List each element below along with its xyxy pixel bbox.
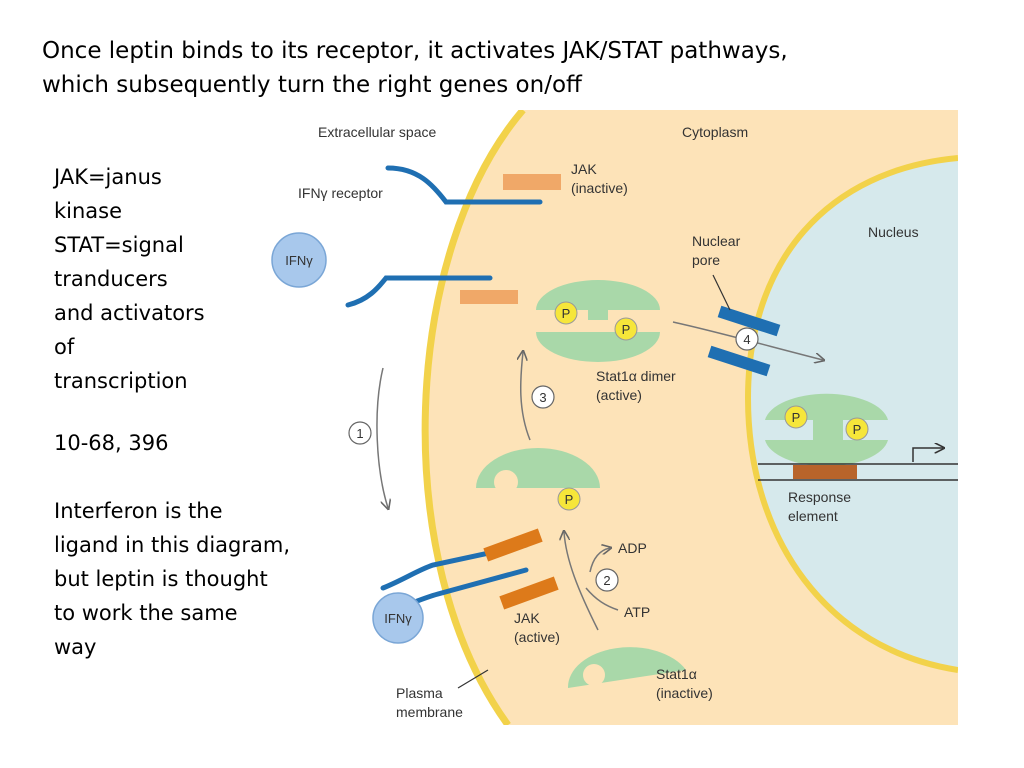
step-1-number: 1: [356, 426, 363, 441]
label-nucleus: Nucleus: [868, 224, 919, 240]
transcription-arrow: [912, 448, 943, 462]
definition-line: JAK=janus: [54, 165, 162, 189]
note-line: ligand in this diagram,: [54, 533, 290, 557]
step-4-number: 4: [743, 332, 750, 347]
ifn-gamma-bound: [372, 592, 424, 644]
label-stat-inactive: Stat1α: [656, 666, 697, 682]
jak-active-lower: [499, 576, 559, 610]
phosphate-label: P: [562, 306, 571, 321]
phosphate-label: P: [622, 322, 631, 337]
reference-line: 10-68, 396: [54, 431, 169, 455]
label-atp: ATP: [624, 604, 650, 620]
nuclear-pore-pointer: [712, 274, 731, 311]
definition-line: kinase: [54, 199, 123, 223]
ifn-receptor-bound-upper: [380, 542, 529, 591]
label-jak-active-state: (active): [514, 629, 560, 645]
label-nuclear-pore-2: pore: [692, 252, 720, 268]
plasma-membrane: [421, 110, 526, 725]
label-ifn-free: IFNγ: [285, 253, 313, 268]
stat1-dimer-nucleus: [765, 393, 888, 467]
ifn-receptor-top: [385, 165, 543, 205]
step-3-badge: [531, 385, 555, 409]
step-2-badge: [595, 568, 619, 592]
nuclear-envelope: [744, 155, 958, 673]
phosphate-circle: [557, 487, 581, 511]
note-line: Interferon is the: [54, 499, 223, 523]
step-4-badge: [735, 327, 759, 351]
label-stat-dimer: Stat1α dimer: [596, 368, 676, 384]
definition-line: of: [54, 335, 75, 359]
note-text: Interferon is the ligand in this diagram…: [54, 494, 290, 664]
jak-active-upper: [483, 528, 543, 562]
label-jak-inactive-state: (inactive): [571, 180, 628, 196]
ifn-receptor-middle: [345, 275, 493, 308]
definition-line: STAT=signal: [54, 233, 184, 257]
phosphate-label: P: [853, 422, 862, 437]
slide-title: Once leptin binds to its receptor, it ac…: [42, 34, 1002, 102]
jak-stat-diagram: Extracellular space Cytoplasm Nucleus IF…: [271, 110, 958, 725]
step-1-badge: [348, 421, 372, 445]
label-plasma-membrane-2: membrane: [396, 704, 463, 720]
note-line: way: [54, 635, 97, 659]
jak-inactive-top: [503, 174, 561, 190]
membrane-pointer: [457, 669, 489, 689]
ifn-gamma-free: [271, 232, 327, 288]
step-3-number: 3: [539, 390, 546, 405]
phosphate-circle: [845, 417, 869, 441]
phosphate-label: P: [792, 410, 801, 425]
definitions: JAK=janus kinase STAT=signal tranducers …: [54, 160, 205, 398]
arrow-step-3: [521, 352, 531, 441]
label-stat-inactive-state: (inactive): [656, 685, 713, 701]
jak-inactive-middle: [460, 290, 518, 304]
nuclear-pore-upper: [717, 305, 781, 337]
title-line: which subsequently turn the right genes …: [42, 72, 582, 98]
label-stat-dimer-state: (active): [596, 387, 642, 403]
label-extracellular-space: Extracellular space: [318, 124, 436, 140]
arrow-step-1: [376, 367, 388, 508]
label-ifn-bound: IFNγ: [384, 611, 412, 626]
label-response-element: Response: [788, 489, 851, 505]
reference-text: 10-68, 396: [54, 426, 168, 460]
note-line: to work the same: [54, 601, 238, 625]
title-line: Once leptin binds to its receptor, it ac…: [42, 38, 788, 64]
phosphate-circle: [614, 317, 638, 341]
label-jak-active: JAK: [514, 610, 540, 626]
note-line: but leptin is thought: [54, 567, 268, 591]
arrow-atp: [585, 587, 619, 611]
phosphate-label: P: [565, 492, 574, 507]
label-cytoplasm: Cytoplasm: [682, 124, 748, 140]
definition-line: and activators: [54, 301, 205, 325]
label-response-element-2: element: [788, 508, 838, 524]
phosphate-circle: [784, 405, 808, 429]
arrow-adp: [589, 548, 610, 573]
response-element: [793, 465, 857, 479]
phosphate-circle: [554, 301, 578, 325]
arrow-step-2: [564, 532, 599, 631]
label-plasma-membrane: Plasma: [396, 685, 443, 701]
definition-line: transcription: [54, 369, 188, 393]
label-nuclear-pore: Nuclear: [692, 233, 741, 249]
step-2-number: 2: [603, 573, 610, 588]
label-ifn-receptor: IFNγ receptor: [298, 185, 383, 201]
label-adp: ADP: [618, 540, 647, 556]
label-jak-inactive: JAK: [571, 161, 597, 177]
nuclear-pore-lower: [707, 345, 771, 377]
definition-line: tranducers: [54, 267, 168, 291]
